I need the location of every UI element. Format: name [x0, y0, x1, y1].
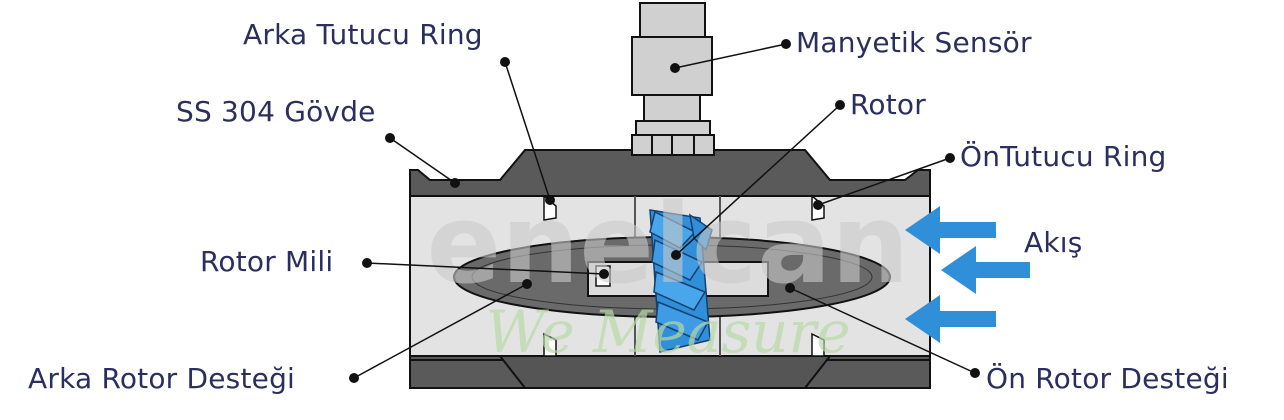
rotor-blade [655, 300, 710, 341]
dot-icon [670, 63, 680, 73]
label-rear-rotor-support: Arka Rotor Desteği [28, 362, 296, 395]
arrow-left-icon [905, 295, 996, 343]
label-flow: Akış [1024, 226, 1083, 259]
callout-rotor-shaft [366, 262, 605, 275]
watermark-slogan: We Measure [485, 298, 850, 366]
callout-body [389, 137, 456, 184]
dot-icon [671, 250, 681, 260]
arrow-left-icon [905, 206, 996, 254]
label-body: SS 304 Gövde [176, 95, 376, 128]
callout-front-retainer-ring [817, 157, 951, 206]
sensor-cap [639, 2, 706, 38]
flow-arrows [905, 206, 1030, 343]
callout-rear-rotor-support [353, 283, 528, 379]
front-ring-slot-bottom [811, 332, 825, 357]
watermark: enelcan We Measure [427, 180, 910, 366]
dot-icon [945, 153, 955, 163]
dot-icon [599, 269, 609, 279]
callout-rear-retainer-ring [504, 61, 551, 201]
label-front-retainer-ring: ÖnTutucu Ring [960, 140, 1167, 173]
dot-icon [450, 178, 460, 188]
label-magnetic-sensor: Manyetik Sensör [796, 26, 1032, 59]
dot-icon [500, 57, 510, 67]
dot-icon [349, 373, 359, 383]
callout-magnetic-sensor [674, 43, 787, 69]
callout-lines [353, 43, 976, 379]
callout-front-rotor-support [789, 287, 976, 374]
rotor-blade [653, 270, 707, 311]
label-rotor-shaft: Rotor Mili [200, 245, 334, 278]
rotor-blade [649, 210, 697, 249]
dot-icon [781, 39, 791, 49]
dot-icon [785, 283, 795, 293]
callout-rotor [675, 104, 841, 256]
dot-icon [385, 133, 395, 143]
sensor-nut [635, 120, 711, 136]
rotor-blade [651, 238, 704, 281]
watermark-brand: enelcan [427, 180, 910, 308]
sensor-neck [643, 94, 701, 122]
dot-icon [362, 258, 372, 268]
body-section [409, 149, 931, 389]
label-rotor: Rotor [850, 88, 926, 121]
dot-icon [813, 200, 823, 210]
dot-icon [970, 368, 980, 378]
rear-ring-slot-bottom [543, 332, 557, 357]
dot-icon [522, 279, 532, 289]
label-front-rotor-support: Ön Rotor Desteği [986, 362, 1229, 395]
arrow-left-icon [941, 246, 1030, 294]
rotor [649, 209, 713, 353]
dot-icon [835, 100, 845, 110]
dot-icon [545, 195, 555, 205]
label-rear-retainer-ring: Arka Tutucu Ring [243, 18, 483, 51]
callout-dots [349, 39, 980, 383]
magnetic-sensor [631, 2, 715, 156]
